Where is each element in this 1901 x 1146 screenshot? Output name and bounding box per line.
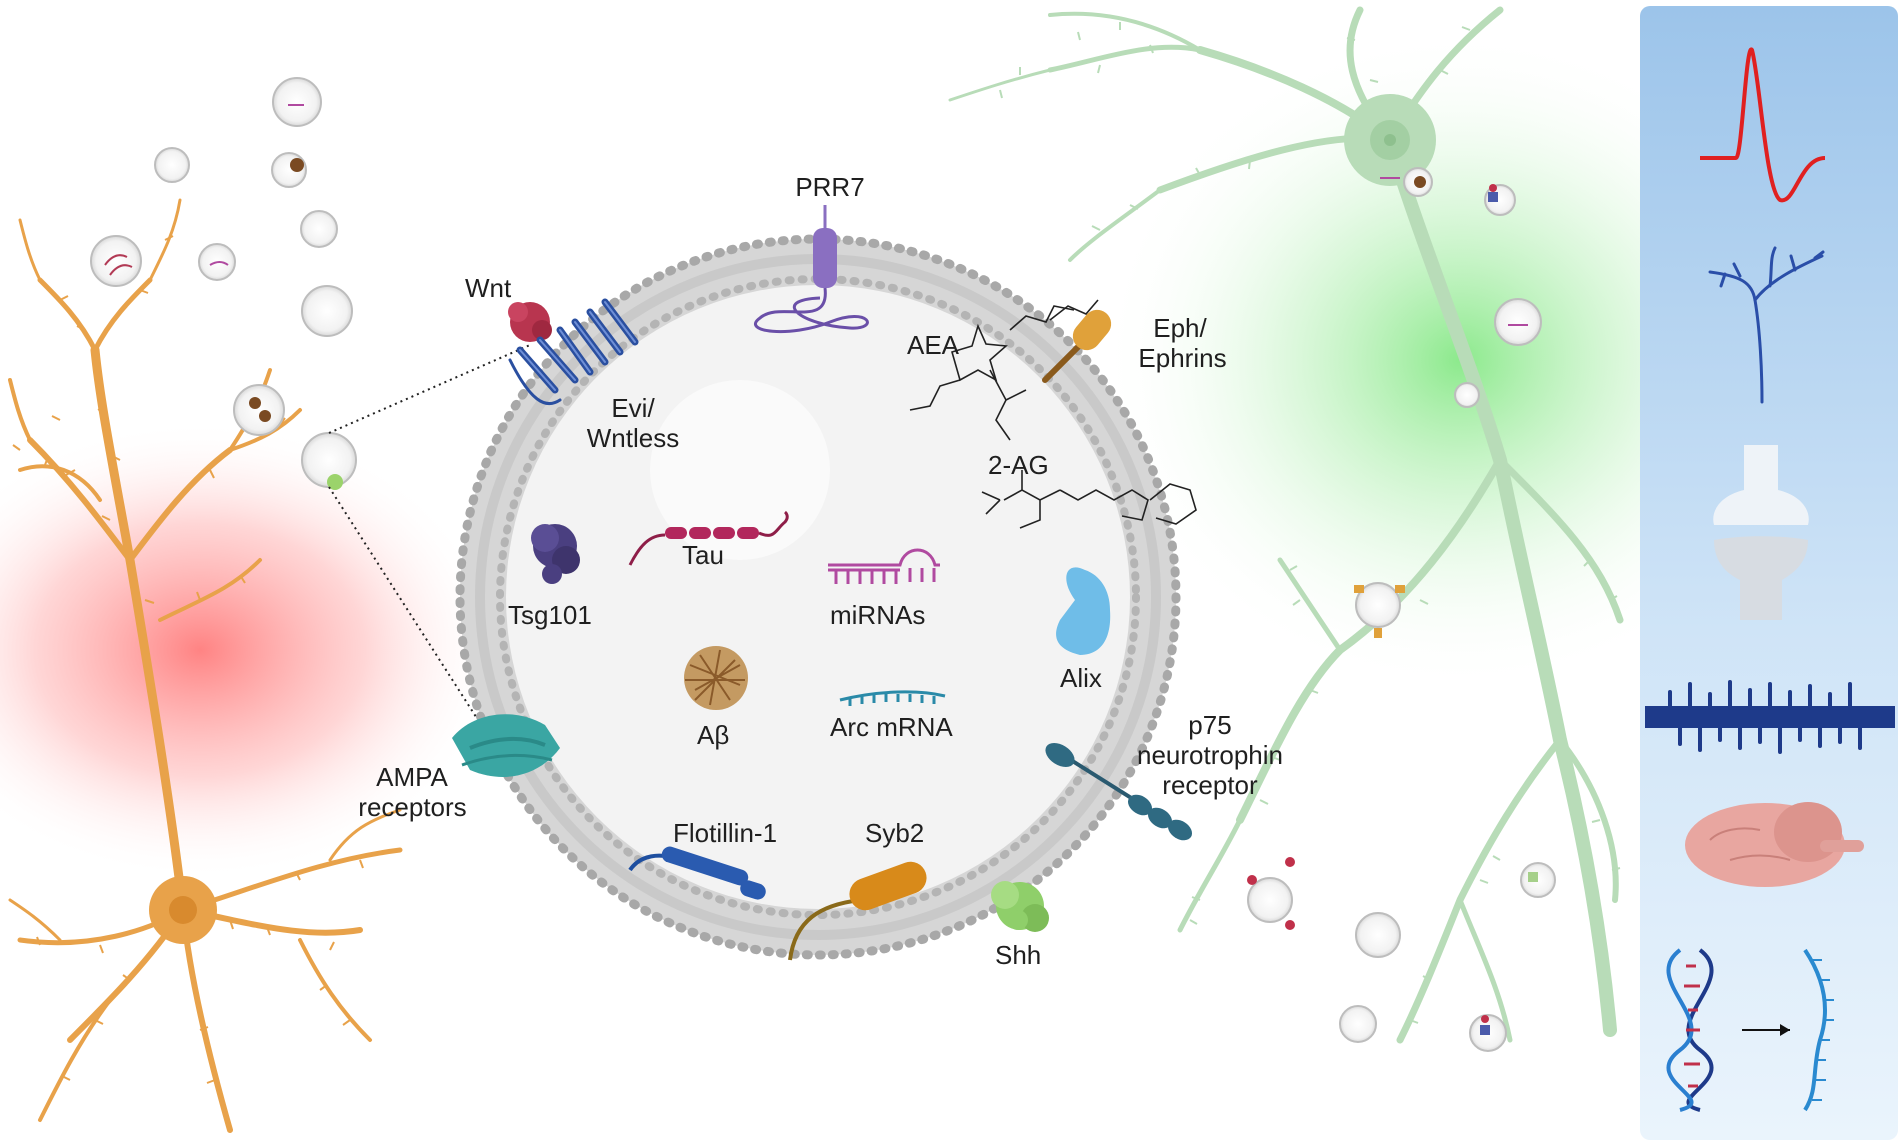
label-aea: AEA xyxy=(907,330,960,360)
zoom-line-top xyxy=(328,344,531,434)
aea-molecule xyxy=(909,299,1099,441)
label-arc-mrna: Arc mRNA xyxy=(830,712,953,742)
extracellular-vesicles xyxy=(90,77,1556,1052)
eph-ephrin-receptor xyxy=(1042,309,1112,383)
label-prr7: PRR7 xyxy=(795,172,865,202)
label-flotillin: Flotillin-1 xyxy=(673,818,778,848)
exosome-lumen xyxy=(506,285,1130,909)
axon-icon xyxy=(1708,246,1825,404)
vesicle xyxy=(90,235,142,287)
zoom-line-bottom xyxy=(328,486,479,721)
label-evi-line2: Wntless xyxy=(586,423,680,453)
tau-protein xyxy=(628,510,789,566)
label-abeta: Aβ xyxy=(697,720,730,750)
wnt-protein xyxy=(508,302,552,342)
label-p75-line1: p75 xyxy=(1188,710,1232,740)
arc-mrna-molecule xyxy=(839,690,946,706)
p75-receptor xyxy=(1045,743,1193,841)
label-ampa-line1: AMPA xyxy=(376,762,448,792)
flotillin-1-protein xyxy=(628,846,766,900)
vesicle xyxy=(300,210,338,248)
label-tau: Tau xyxy=(682,540,724,570)
shh-protein xyxy=(991,881,1049,932)
abeta-aggregate xyxy=(684,646,748,710)
vesicle xyxy=(1247,877,1293,923)
vesicle xyxy=(301,285,353,337)
vesicle xyxy=(233,384,285,436)
vesicle xyxy=(1339,1005,1377,1043)
right-neuron-nucleolus xyxy=(1384,134,1396,146)
brain-icon xyxy=(1685,802,1864,887)
label-wnt: Wnt xyxy=(465,273,512,303)
evi-wntless-transmembrane xyxy=(508,298,639,406)
two-ag-molecule xyxy=(981,470,1197,529)
vesicle xyxy=(1494,298,1542,346)
label-eph-line1: Eph/ xyxy=(1153,313,1207,343)
vesicle xyxy=(1355,912,1401,958)
tsg101-protein xyxy=(531,524,580,584)
label-eph-line2: Ephrins xyxy=(1138,343,1227,373)
prr7-protein xyxy=(754,205,869,333)
label-syb2: Syb2 xyxy=(865,818,925,848)
vesicle xyxy=(154,147,190,183)
dna-transcription-icon xyxy=(1666,948,1834,1112)
label-shh: Shh xyxy=(995,940,1042,970)
synapse-icon xyxy=(1713,445,1809,620)
right-neuron-spines xyxy=(999,22,1621,1024)
ampa-receptor xyxy=(452,714,560,777)
label-mirnas: miRNAs xyxy=(830,600,926,630)
alix-protein xyxy=(1056,567,1111,655)
label-evi-line1: Evi/ xyxy=(611,393,655,423)
action-potential-icon xyxy=(1700,47,1826,203)
vesicle xyxy=(1355,582,1401,628)
vesicle xyxy=(272,77,322,127)
label-tsg101: Tsg101 xyxy=(508,600,592,630)
label-p75-line3: receptor xyxy=(1162,770,1258,800)
label-2ag: 2-AG xyxy=(988,450,1049,480)
dendrite-spines-icon xyxy=(1645,680,1895,754)
vesicle xyxy=(1454,382,1480,408)
syb2-protein xyxy=(788,861,927,961)
mirna-molecule xyxy=(828,548,940,584)
label-p75-line2: neurotrophin xyxy=(1137,740,1283,770)
label-ampa-line2: receptors xyxy=(358,792,467,822)
exosome-membrane xyxy=(455,234,1181,960)
side-panel xyxy=(1640,6,1898,1140)
left-neuron-nucleus xyxy=(169,896,197,924)
label-alix: Alix xyxy=(1060,663,1102,693)
